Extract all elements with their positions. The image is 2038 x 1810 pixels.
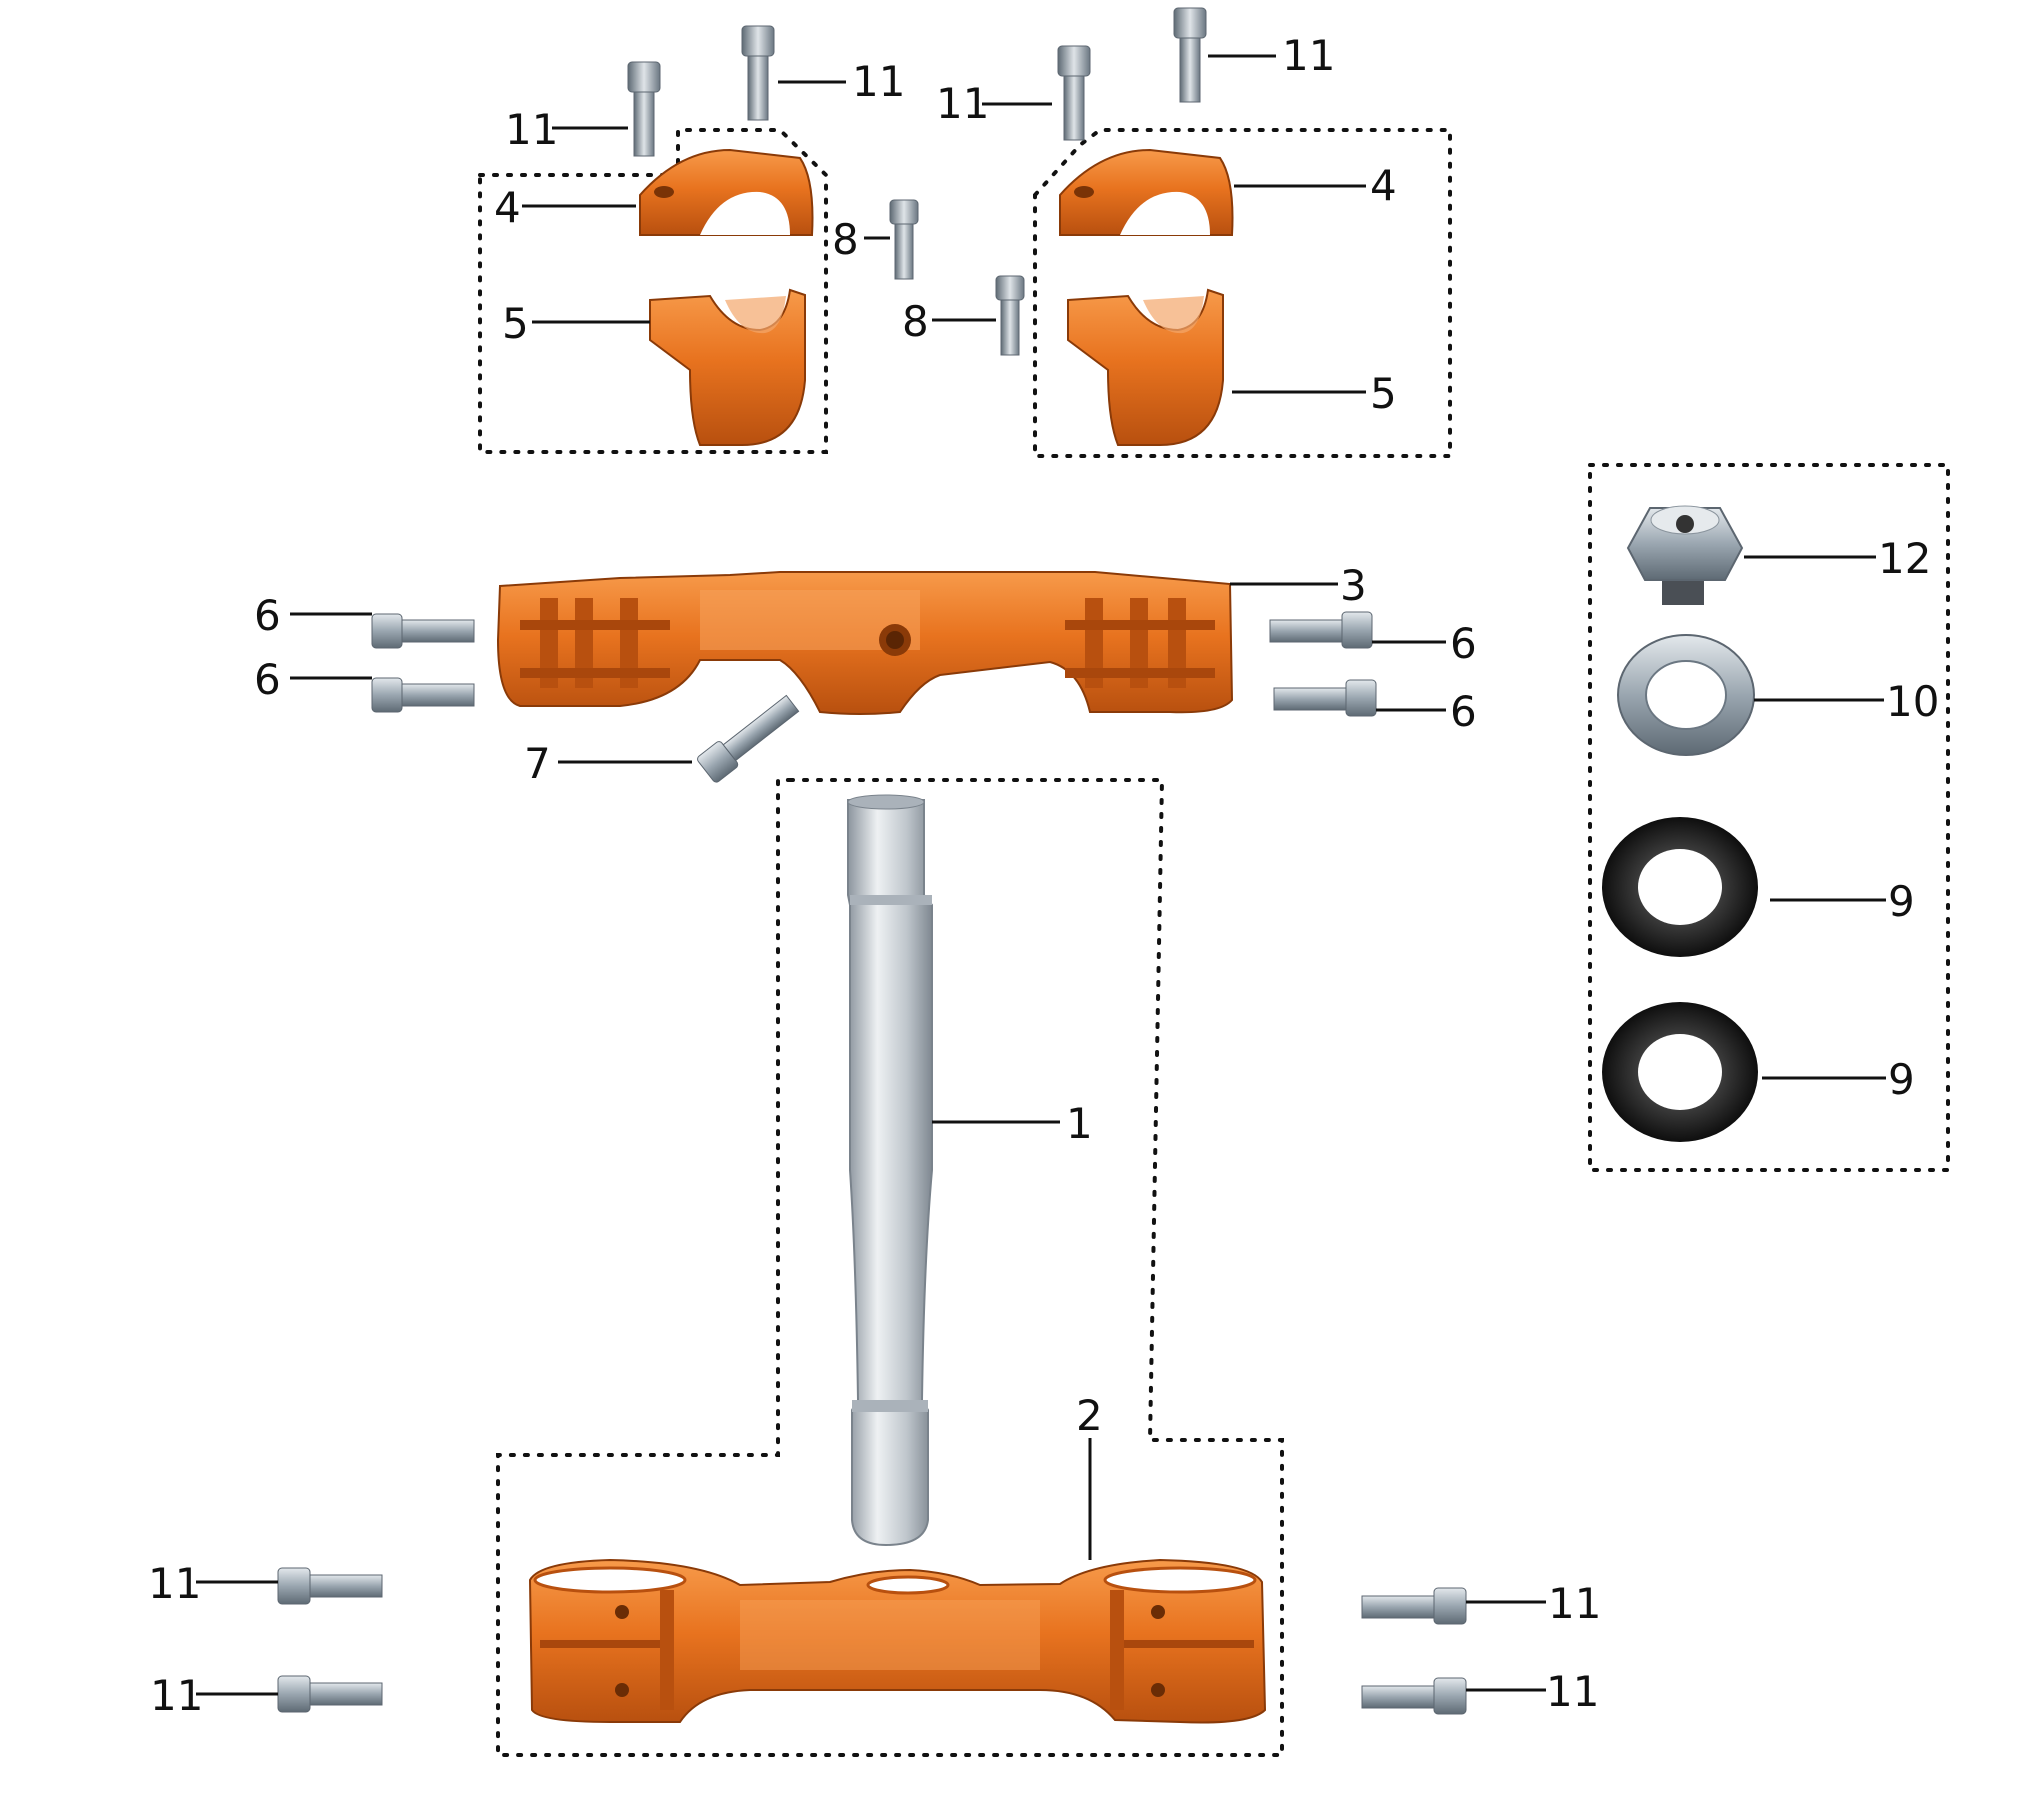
callout-labels: 11 11 11 11 4 4 5 5 8 8 3 6 6 6 6 7 12 1… bbox=[148, 31, 1939, 1720]
bolt-11-lower-left-1 bbox=[277, 1567, 383, 1605]
bolt-8-upper bbox=[889, 199, 919, 280]
bolt-11-lower-right-1 bbox=[1361, 1587, 1467, 1625]
callout-11: 11 bbox=[852, 57, 905, 106]
callout-6: 6 bbox=[1450, 687, 1477, 736]
callout-9: 9 bbox=[1888, 1055, 1915, 1104]
callout-6: 6 bbox=[254, 655, 281, 704]
lower-triple-clamp-2 bbox=[528, 1558, 1267, 1724]
callout-11: 11 bbox=[1546, 1667, 1599, 1716]
bearing-seal-9-lower bbox=[1602, 1002, 1758, 1142]
callout-9: 9 bbox=[1888, 877, 1915, 926]
group-box-left-clamp bbox=[478, 128, 828, 454]
lock-ring-10 bbox=[1617, 634, 1755, 756]
bolt-11-top-3 bbox=[1057, 45, 1091, 141]
group-box-stem-lower-clamp bbox=[496, 778, 1284, 1757]
callout-11: 11 bbox=[150, 1671, 203, 1720]
riser-5-left bbox=[649, 288, 806, 446]
bolt-7-angled bbox=[697, 694, 800, 783]
steering-stem-1 bbox=[847, 794, 933, 1547]
callout-11: 11 bbox=[505, 105, 558, 154]
riser-5-right bbox=[1067, 288, 1224, 446]
callout-4: 4 bbox=[494, 183, 521, 232]
clamp-cap-4-left bbox=[639, 148, 814, 236]
callout-7: 7 bbox=[524, 739, 551, 788]
bolt-8-lower bbox=[995, 275, 1025, 356]
callout-11: 11 bbox=[936, 79, 989, 128]
bolt-11-top-2 bbox=[741, 25, 775, 121]
clamp-cap-4-right bbox=[1059, 148, 1234, 236]
callout-4: 4 bbox=[1370, 161, 1397, 210]
upper-triple-clamp-3 bbox=[496, 571, 1234, 715]
leader-lines bbox=[196, 54, 1886, 1696]
callout-2: 2 bbox=[1076, 1391, 1103, 1440]
bolt-11-lower-left-2 bbox=[277, 1675, 383, 1713]
callout-6: 6 bbox=[254, 591, 281, 640]
callout-8: 8 bbox=[902, 297, 929, 346]
bearing-seal-9-upper bbox=[1602, 817, 1758, 957]
bolt-11-top-4 bbox=[1173, 7, 1207, 103]
callout-12: 12 bbox=[1878, 534, 1931, 583]
callout-11: 11 bbox=[148, 1559, 201, 1608]
bolt-6-right-upper bbox=[1269, 611, 1373, 649]
callout-10: 10 bbox=[1886, 677, 1939, 726]
callout-11: 11 bbox=[1548, 1579, 1601, 1628]
callout-3: 3 bbox=[1340, 561, 1367, 610]
bolt-6-left-upper bbox=[371, 613, 475, 649]
stem-nut-12 bbox=[1626, 505, 1744, 605]
bolt-6-left-lower bbox=[371, 677, 475, 713]
bolt-11-top-1 bbox=[627, 61, 661, 157]
callout-1: 1 bbox=[1066, 1099, 1093, 1148]
callout-6: 6 bbox=[1450, 619, 1477, 668]
bolt-6-right-lower bbox=[1273, 679, 1377, 717]
callout-5: 5 bbox=[1370, 369, 1397, 418]
bolt-11-lower-right-2 bbox=[1361, 1677, 1467, 1715]
callout-5: 5 bbox=[502, 299, 529, 348]
group-box-bearing-kit bbox=[1588, 463, 1950, 1172]
callout-8: 8 bbox=[832, 215, 859, 264]
callout-11: 11 bbox=[1282, 31, 1335, 80]
